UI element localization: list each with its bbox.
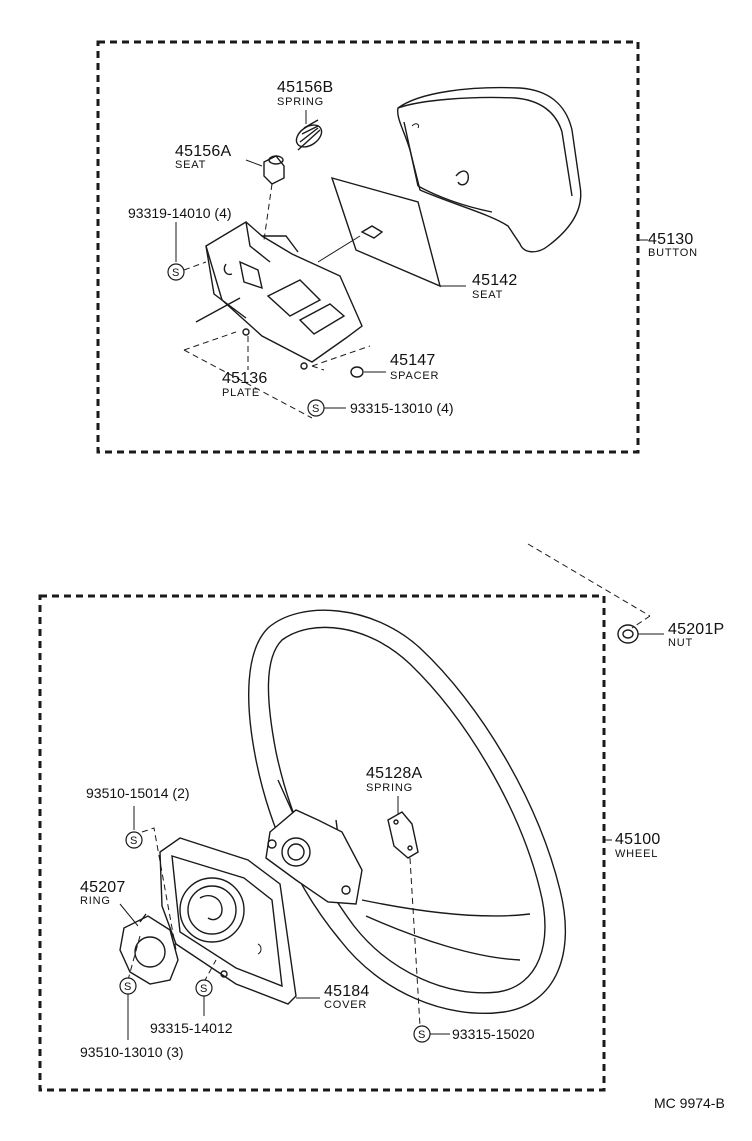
nut-drawing (617, 624, 639, 644)
standard-part-symbol-4: S (119, 977, 137, 995)
part-number-45184: 45184 (324, 983, 370, 1000)
plate-assembly-drawing (195, 221, 363, 370)
svg-text:S: S (418, 1029, 425, 1041)
steering-wheel-drawing (248, 609, 567, 1014)
svg-text:S: S (200, 983, 207, 995)
part-name-nut: NUT (668, 637, 694, 649)
standard-part-symbol-1: S (167, 263, 185, 281)
svg-text:S: S (124, 981, 131, 993)
part-number-93510-13010: 93510-13010 (3) (80, 1044, 184, 1060)
part-number-45201p: 45201P (668, 621, 725, 638)
part-number-93315-14012: 93315-14012 (150, 1020, 233, 1036)
part-name-seat-2: SEAT (472, 289, 504, 301)
part-name-cover: COVER (324, 999, 368, 1011)
part-name-plate: PLATE (222, 387, 261, 399)
part-number-93510-15014: 93510-15014 (2) (86, 785, 190, 801)
part-name-spring-2: SPRING (366, 782, 413, 794)
assembly-number-45130: 45130 (648, 231, 694, 248)
assembly-name-wheel: WHEEL (615, 848, 659, 860)
ring-drawing (119, 913, 179, 985)
spring-drawing (295, 119, 323, 151)
part-number-45136: 45136 (222, 370, 268, 387)
part-number-93319-14010: 93319-14010 (4) (128, 205, 232, 221)
part-number-45156b: 45156B (277, 79, 334, 96)
button-group-boundary (96, 40, 640, 454)
part-number-45142: 45142 (472, 272, 518, 289)
part-name-seat: SEAT (175, 159, 207, 171)
cover-drawing (159, 837, 297, 1005)
seat-plate-drawing (317, 176, 442, 288)
svg-text:S: S (172, 267, 179, 279)
part-number-93315-13010: 93315-13010 (4) (350, 400, 454, 416)
assembly-name-button: BUTTON (648, 247, 698, 259)
part-number-45156a: 45156A (175, 143, 232, 160)
part-number-45207: 45207 (80, 879, 126, 896)
seat-drawing (263, 155, 285, 185)
part-number-93315-15020: 93315-15020 (452, 1026, 535, 1042)
wheel-spring-drawing (387, 811, 419, 859)
part-name-spacer: SPACER (390, 370, 440, 382)
button-cap-drawing (396, 86, 582, 253)
drawing-id: MC 9974-B (654, 1095, 725, 1111)
assembly-number-45100: 45100 (615, 831, 661, 848)
svg-text:S: S (312, 403, 319, 415)
standard-part-symbol-2: S (307, 399, 325, 417)
spacer-drawing (350, 366, 364, 378)
part-name-ring: RING (80, 895, 111, 907)
standard-part-symbol-6: S (413, 1025, 431, 1043)
wheel-group-boundary (38, 594, 606, 1092)
part-number-45147: 45147 (390, 352, 436, 369)
svg-text:S: S (130, 835, 137, 847)
standard-part-symbol-5: S (195, 979, 213, 997)
part-name-spring: SPRING (277, 96, 324, 108)
part-number-45128a: 45128A (366, 765, 423, 782)
standard-part-symbol-3: S (125, 831, 143, 849)
